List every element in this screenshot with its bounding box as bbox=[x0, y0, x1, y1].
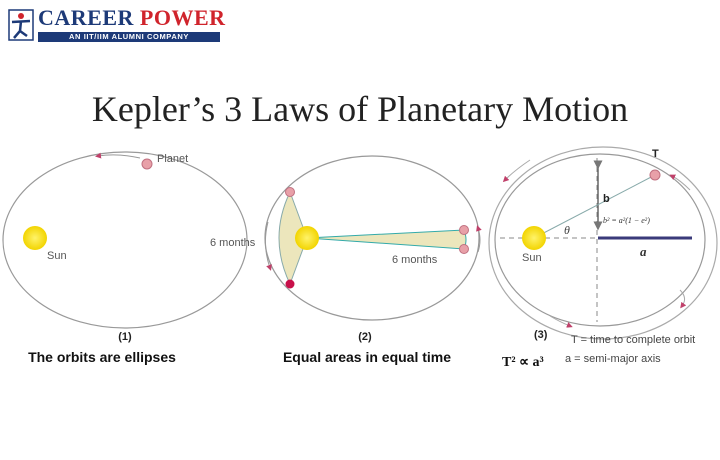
planet-icon bbox=[141, 158, 153, 170]
planet-icon bbox=[649, 169, 661, 181]
planet-icon bbox=[459, 225, 469, 235]
law3-number: (3) bbox=[534, 329, 548, 341]
law1-number: (1) bbox=[118, 331, 132, 343]
a-label: a bbox=[640, 244, 647, 259]
law1-caption: The orbits are ellipses bbox=[28, 349, 176, 365]
outer-path bbox=[488, 146, 718, 340]
legend-T: T = time to complete orbit bbox=[571, 334, 695, 346]
left-months-label: 6 months bbox=[210, 237, 256, 249]
orbit-ellipse bbox=[2, 151, 248, 329]
planet-icon bbox=[285, 187, 295, 197]
law1-diagram: Planet Sun (1) The orbits are ellipses bbox=[2, 151, 248, 365]
logo-text: CAREER POWER bbox=[38, 7, 226, 29]
right-months-label: 6 months bbox=[392, 254, 438, 266]
planet-icon bbox=[285, 279, 295, 289]
sun-label: Sun bbox=[522, 252, 542, 264]
planet-T-label: T bbox=[652, 148, 659, 160]
b-formula: b² = a²(1 − e²) bbox=[603, 216, 650, 225]
direction-arrow bbox=[95, 152, 141, 159]
orbit-ellipse bbox=[494, 153, 706, 327]
law3-diagram: T Sun θ b b² = a²(1 − e²) a (3) T = time… bbox=[488, 146, 718, 370]
direction-arrow bbox=[264, 221, 272, 271]
career-power-logo: CAREER POWER AN IIT/IIM ALUMNI COMPANY bbox=[8, 7, 226, 43]
direction-arrow bbox=[502, 159, 531, 183]
direction-arrow bbox=[476, 225, 482, 253]
logo-figure-icon bbox=[8, 9, 34, 41]
logo-text-part2: POWER bbox=[139, 5, 226, 30]
law2-number: (2) bbox=[358, 331, 372, 343]
law2-caption: Equal areas in equal time bbox=[283, 349, 451, 365]
sun-icon bbox=[295, 226, 319, 250]
radius-line bbox=[533, 174, 656, 239]
planet-icon bbox=[459, 244, 469, 254]
direction-arrow bbox=[669, 174, 691, 191]
swept-area-right bbox=[306, 229, 467, 250]
theta-label: θ bbox=[564, 223, 570, 237]
direction-arrow bbox=[549, 315, 573, 328]
page-title: Kepler’s 3 Laws of Planetary Motion bbox=[91, 89, 629, 129]
planet-label: Planet bbox=[157, 153, 188, 165]
law3-formula: T² ∝ a³ bbox=[502, 355, 544, 370]
law2-diagram: 6 months 6 months (2) Equal areas in equ… bbox=[210, 155, 482, 365]
sun-icon bbox=[23, 226, 47, 250]
logo-tagline: AN IIT/IIM ALUMNI COMPANY bbox=[38, 32, 220, 42]
legend-a: a = semi-major axis bbox=[565, 353, 661, 365]
direction-arrow bbox=[679, 289, 687, 309]
sun-icon bbox=[522, 226, 546, 250]
sun-label: Sun bbox=[47, 250, 67, 262]
b-label: b bbox=[603, 193, 610, 205]
logo-text-part1: CAREER bbox=[38, 5, 134, 30]
orbit-ellipse bbox=[264, 155, 480, 321]
